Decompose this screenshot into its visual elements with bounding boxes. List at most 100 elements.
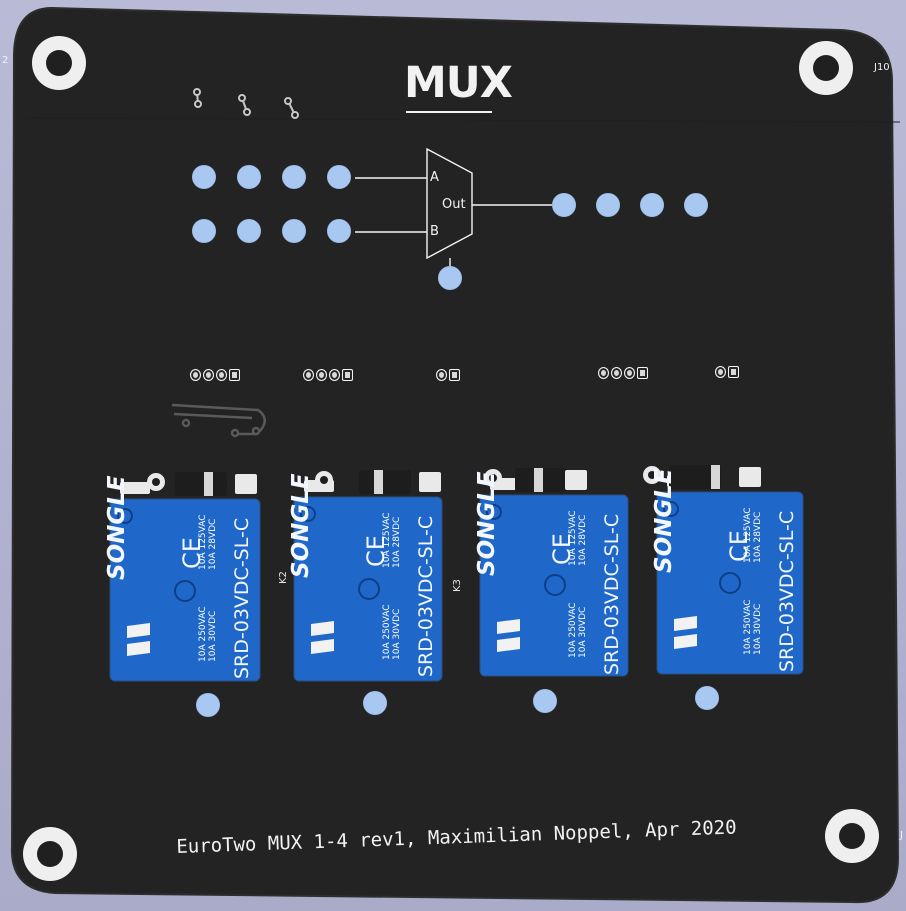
header-pin [436, 369, 447, 381]
mux-symbol [355, 147, 552, 268]
board-title: MUX [404, 58, 513, 108]
relay-output-pad-3[interactable] [533, 689, 557, 713]
header-pin [316, 369, 327, 381]
output-pad-4[interactable] [684, 193, 708, 217]
relay-brand: SONGLE [104, 475, 130, 580]
relay-rating-top: 10A 125VAC 10A 28VDC [198, 514, 218, 570]
rating-voltage-3: 250VAC [198, 606, 208, 642]
output-pad-3[interactable] [640, 193, 664, 217]
input-a-pad-3[interactable] [282, 165, 306, 189]
rating-voltage-2: 28VDC [208, 518, 218, 550]
relay-rating-bottom: 10A 250VAC 10A 30VDC [198, 606, 218, 662]
relay-body [643, 465, 804, 675]
relay-rating-bottom: 10A 250VAC 10A 30VDC [382, 604, 402, 660]
mounting-hole-top-right [799, 41, 853, 95]
rating-voltage-1: 125VAC [743, 507, 753, 543]
header-connector-3[interactable] [436, 369, 460, 381]
rating-voltage-3: 250VAC [743, 599, 753, 635]
rating-current-4: 10A [392, 642, 402, 660]
reference-designator-left: 2 [2, 55, 9, 66]
input-a-pad-1[interactable] [192, 165, 216, 189]
relay-model: SRD-03VDC-SL-C [415, 515, 437, 677]
relay-body [479, 468, 629, 677]
rating-current-2: 10A [392, 550, 402, 568]
header-pin [611, 367, 622, 379]
relay-module-1[interactable]: SONGLE CE SRD-03VDC-SL-C 10A 125VAC 10A … [104, 466, 261, 682]
mux-output-label: Out [442, 197, 466, 212]
relay-module-3[interactable]: SONGLE CE SRD-03VDC-SL-C 10A 125VAC 10A … [474, 462, 630, 677]
select-pad[interactable] [438, 266, 462, 290]
relay-model: SRD-03VDC-SL-C [776, 510, 798, 672]
rating-current-2: 10A [578, 548, 588, 566]
header-pin [203, 369, 214, 381]
rating-voltage-3: 250VAC [382, 604, 392, 640]
rating-current-1: 10A [743, 545, 753, 563]
relay-rating-top: 10A 125VAC 10A 28VDC [568, 510, 588, 566]
header-pin [715, 366, 726, 378]
rating-current-3: 10A [382, 642, 392, 660]
rating-voltage-1: 125VAC [198, 514, 208, 550]
header-pin [598, 367, 609, 379]
header-connector-2[interactable] [303, 369, 353, 381]
rating-current-3: 10A [568, 640, 578, 658]
reference-designator-right: J10 [874, 62, 890, 73]
header-pin [637, 367, 648, 379]
rating-voltage-4: 30VDC [392, 608, 402, 640]
header-pin [624, 367, 635, 379]
relay-output-pad-1[interactable] [196, 693, 220, 717]
header-connector-1[interactable] [190, 369, 240, 381]
header-pin [216, 369, 227, 381]
header-pin [229, 369, 240, 381]
input-a-pad-4[interactable] [327, 165, 351, 189]
rating-voltage-4: 30VDC [753, 603, 763, 635]
header-pin [303, 369, 314, 381]
rating-current-3: 10A [198, 644, 208, 662]
relay-model: SRD-03VDC-SL-C [601, 513, 623, 675]
header-connector-4[interactable] [598, 367, 648, 379]
rating-voltage-4: 30VDC [208, 610, 218, 642]
reference-designator-right-bottom: J [900, 830, 903, 841]
relay-rating-top: 10A 125VAC 10A 28VDC [382, 512, 402, 568]
rating-current-2: 10A [208, 552, 218, 570]
output-pad-1[interactable] [552, 193, 576, 217]
rating-current-4: 10A [208, 644, 218, 662]
header-connector-5[interactable] [715, 366, 739, 378]
relay-brand: SONGLE [651, 468, 677, 573]
board-title-underline [406, 111, 492, 113]
header-pin [728, 366, 739, 378]
rating-current-2: 10A [753, 545, 763, 563]
relay-body [293, 470, 443, 682]
mounting-hole-bottom-right [825, 809, 879, 863]
header-pin [449, 369, 460, 381]
mounting-hole-bottom-left [23, 827, 77, 881]
mux-input-a-label: A [430, 170, 439, 185]
rating-current-1: 10A [568, 548, 578, 566]
relay-rating-bottom: 10A 250VAC 10A 30VDC [743, 599, 763, 655]
silkscreen-loop-trace [171, 403, 266, 438]
rating-voltage-2: 28VDC [392, 516, 402, 548]
rating-current-1: 10A [382, 550, 392, 568]
relay-rating-bottom: 10A 250VAC 10A 30VDC [568, 602, 588, 658]
relay-output-pad-2[interactable] [363, 691, 387, 715]
mux-input-b-label: B [430, 224, 439, 239]
rating-voltage-3: 250VAC [568, 602, 578, 638]
relay-rating-top: 10A 125VAC 10A 28VDC [743, 507, 763, 563]
relay-module-4[interactable]: SONGLE CE SRD-03VDC-SL-C 10A 125VAC 10A … [643, 459, 807, 675]
relay-output-pad-4[interactable] [695, 686, 719, 710]
header-pin [329, 369, 340, 381]
rating-voltage-1: 125VAC [568, 510, 578, 546]
input-a-pad-2[interactable] [237, 165, 261, 189]
small-jumpers [193, 88, 299, 119]
rating-current-1: 10A [198, 552, 208, 570]
output-pad-2[interactable] [596, 193, 620, 217]
relay-reference-k3: K3 [452, 579, 463, 592]
input-b-pad-4[interactable] [327, 219, 351, 243]
input-b-pad-1[interactable] [192, 219, 216, 243]
input-b-pad-3[interactable] [282, 219, 306, 243]
mounting-hole-top-left [32, 36, 86, 90]
input-b-pad-2[interactable] [237, 219, 261, 243]
header-pin [342, 369, 353, 381]
relay-module-2[interactable]: SONGLE CE SRD-03VDC-SL-C 10A 125VAC 10A … [288, 464, 444, 682]
rating-voltage-2: 28VDC [578, 514, 588, 546]
